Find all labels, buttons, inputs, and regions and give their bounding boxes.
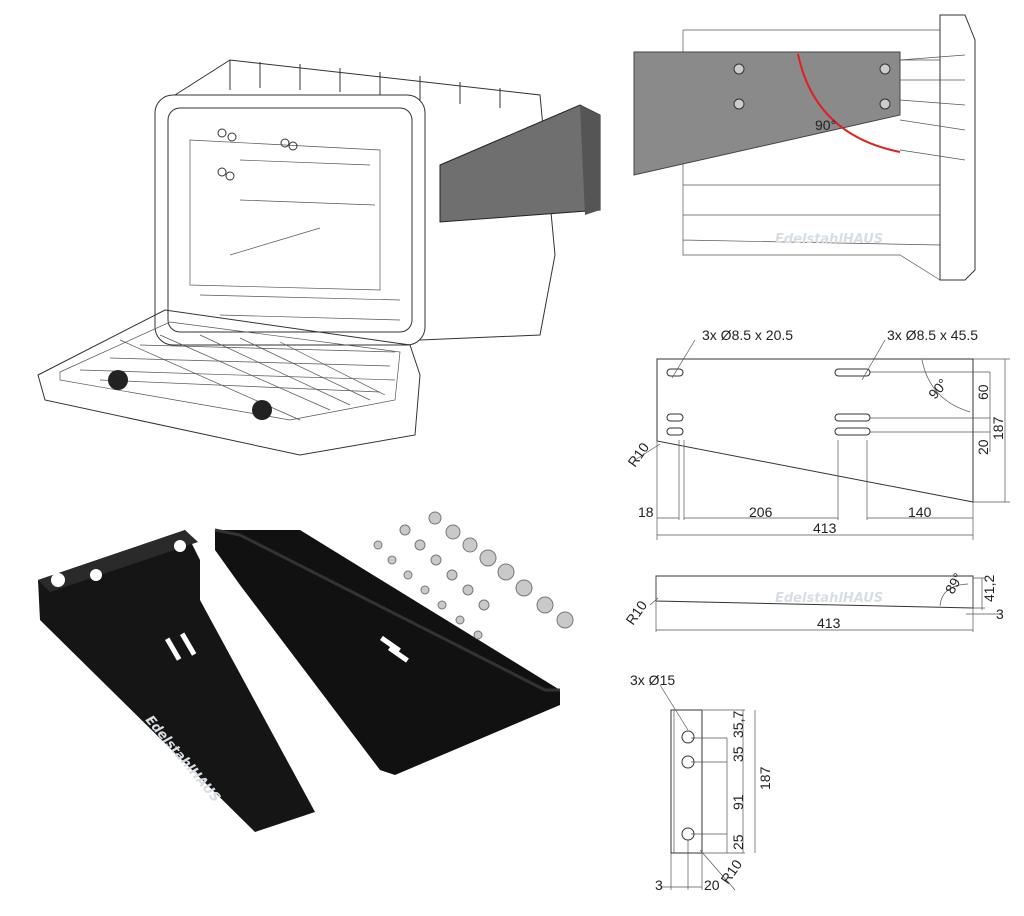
dim-18: 18 xyxy=(638,504,654,520)
side-angle-label: 90° xyxy=(815,117,836,133)
holes-label: 3x Ø15 xyxy=(630,672,675,688)
dim-35: 35 xyxy=(730,746,746,762)
dim-25: 25 xyxy=(730,834,746,850)
slot-left-label: 3x Ø8.5 x 20.5 xyxy=(702,327,793,343)
angle-arc xyxy=(797,53,901,153)
front-thickness-label: 3 xyxy=(996,606,1004,622)
top-view-drawing: 3x Ø8.5 x 20.5 3x Ø8.5 x 45.5 90° R10 18… xyxy=(624,327,1010,540)
black-brackets-photo: EdelstahlHAUS xyxy=(38,528,560,832)
top-radius-label: R10 xyxy=(624,439,652,469)
dim-3-end: 3 xyxy=(655,877,663,893)
dim-20-end: 20 xyxy=(704,877,720,893)
dim-60: 60 xyxy=(975,384,991,400)
mount-bracket xyxy=(633,51,901,176)
dim-413: 413 xyxy=(813,520,837,536)
front-height-label: 41,2 xyxy=(981,575,997,602)
dim-187-end: 187 xyxy=(757,766,773,790)
toolbox-drawing xyxy=(37,59,601,456)
front-radius-label: R10 xyxy=(622,597,650,627)
watermark-logo: EdelstahlHAUS xyxy=(775,591,883,606)
watermark-logo: EdelstahlHAUS xyxy=(775,232,883,247)
dim-140: 140 xyxy=(908,504,932,520)
front-view-drawing: EdelstahlHAUS 89° 41,2 3 R10 413 xyxy=(622,570,1004,632)
hardware-bolts-icon xyxy=(217,128,298,181)
front-length-label: 413 xyxy=(817,615,841,631)
dim-91: 91 xyxy=(730,794,746,810)
hardware-set-photo xyxy=(373,511,574,640)
end-view-drawing: 3x Ø15 35,7 35 91 25 187 3 20 R10 xyxy=(630,672,773,893)
dim-206: 206 xyxy=(749,504,773,520)
side-view-drawing: 90° EdelstahlHAUS xyxy=(633,14,976,281)
dim-35-7: 35,7 xyxy=(730,711,746,738)
dim-187: 187 xyxy=(990,416,1006,440)
end-radius-label: R10 xyxy=(717,856,745,886)
slot-right-label: 3x Ø8.5 x 45.5 xyxy=(887,327,978,343)
dim-20: 20 xyxy=(975,439,991,455)
